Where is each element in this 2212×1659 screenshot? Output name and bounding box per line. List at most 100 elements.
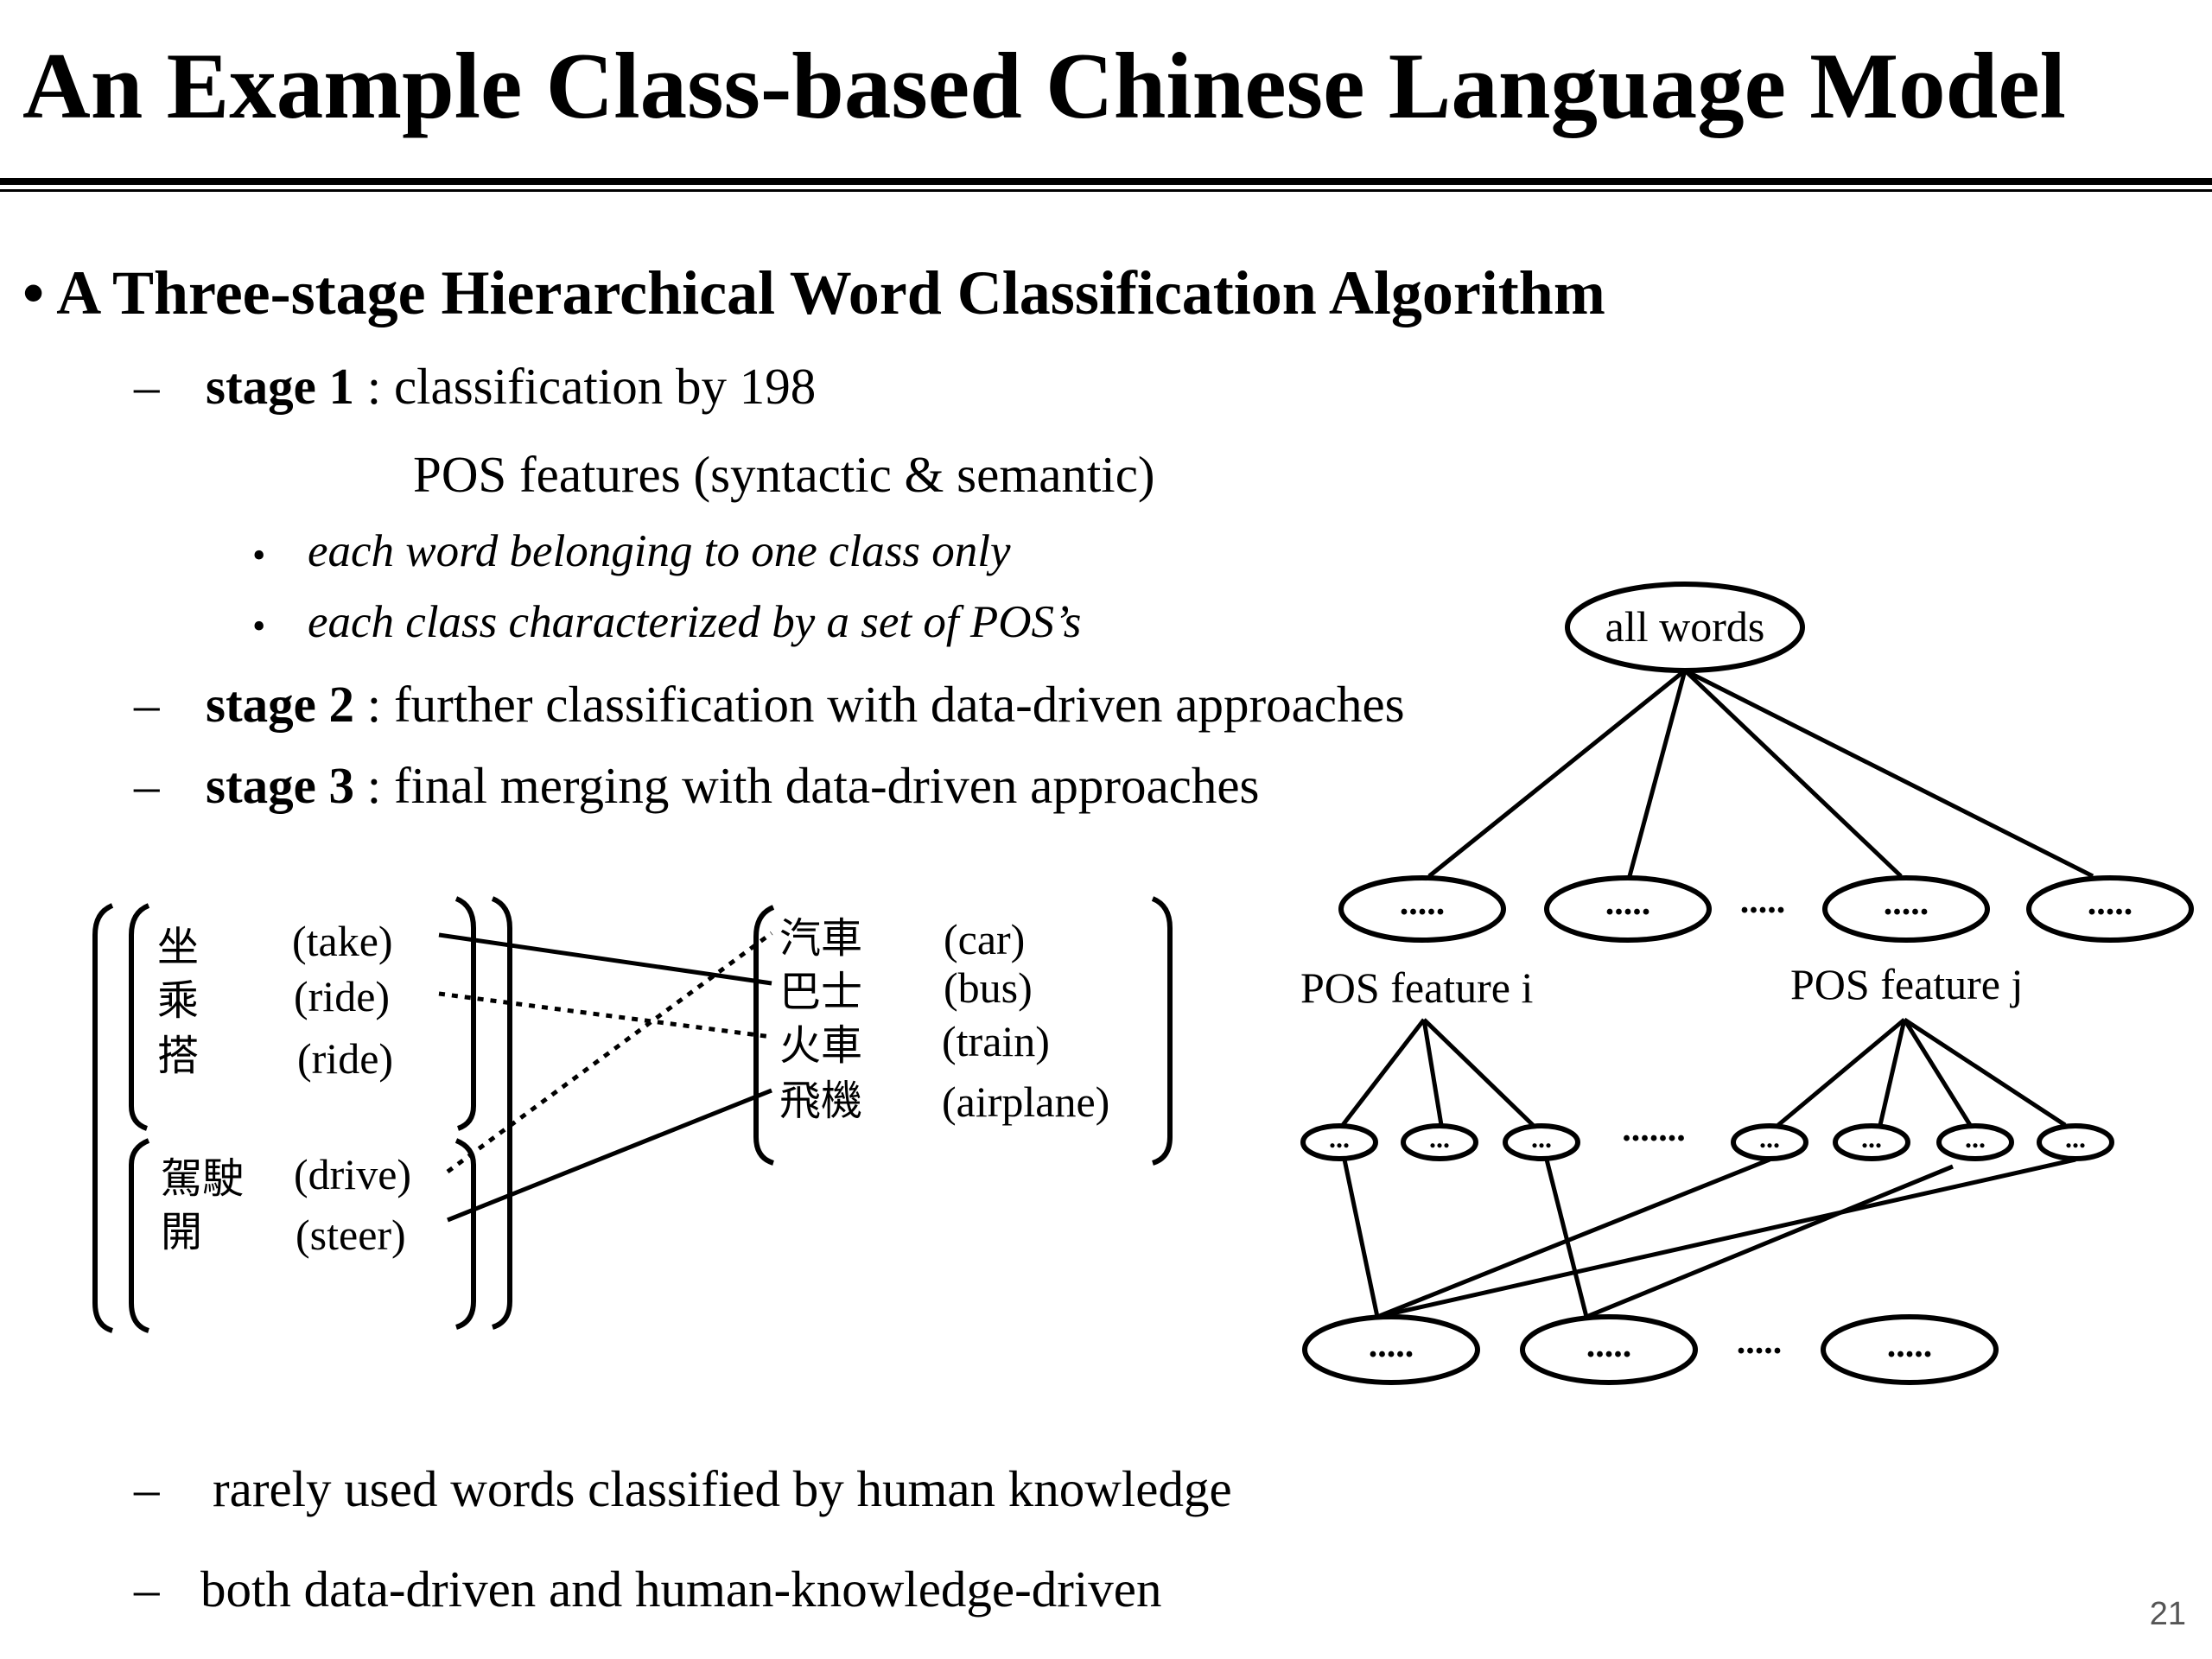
level2-node-2 — [1503, 1123, 1580, 1161]
stage2-label: stage 2 — [206, 676, 355, 733]
verb-zh-0: 坐 — [157, 923, 199, 971]
stage1-text: : classification by 198 — [366, 358, 817, 415]
vehicle-right-bracket — [1151, 896, 1173, 1166]
vehicle-en-2: (train) — [942, 1017, 1050, 1065]
level2-node-6 — [2037, 1123, 2114, 1161]
stage3-text: : final merging with data-driven approac… — [366, 757, 1260, 814]
level3-node-0-dots: ..... — [1369, 1325, 1414, 1365]
vehicle-en-3: (airplane) — [942, 1077, 1109, 1126]
left-bracket-group2 — [129, 1138, 150, 1333]
level3-node-2-dots: ..... — [1887, 1325, 1933, 1365]
level1-node-2 — [1822, 875, 1990, 943]
link-take-bus — [438, 932, 772, 986]
stage3-line: stage 3 : final merging with data-driven… — [206, 757, 1260, 816]
edge-fi-l2-1 — [1421, 1019, 1444, 1126]
vehicle-left-bracket — [753, 905, 775, 1166]
edge-l2-0-l3-0 — [1342, 1159, 1380, 1318]
tree-labels: all words ..... ..... ..... ..... ..... … — [1300, 602, 2133, 1365]
bullet-dot: • — [22, 258, 45, 327]
dash-stage1: – — [134, 358, 160, 415]
level2-node-1 — [1401, 1123, 1478, 1161]
level2-node-4-dots: ... — [1861, 1122, 1882, 1154]
vehicle-zh-2: 火車 — [779, 1021, 862, 1070]
edge-root-l1-3 — [1683, 668, 2094, 879]
verb-zh-2: 搭 — [157, 1032, 199, 1080]
edge-fj-l2-4 — [1878, 1019, 1907, 1126]
sub-bullet-2: each class characterized by a set of POS… — [308, 597, 1082, 647]
right-bracket-group2 — [454, 1138, 476, 1330]
level3-node-0 — [1302, 1314, 1480, 1385]
sub-bullet-1: each word belonging to one class only — [308, 526, 1011, 576]
vehicle-zh-3: 飛機 — [779, 1077, 862, 1125]
verb-zh-1: 乘 — [157, 976, 199, 1025]
verb-en-1: (ride) — [294, 972, 390, 1020]
verb-en-2: (ride) — [297, 1034, 393, 1083]
verb-zh-4: 開 — [161, 1208, 202, 1256]
outer-right-bracket — [491, 896, 512, 1330]
stage1-label: stage 1 — [206, 358, 355, 415]
link-ride-train — [438, 991, 772, 1039]
level1-gap-dots: ..... — [1740, 881, 1786, 921]
level2-node-3 — [1731, 1123, 1808, 1161]
main-bullet: • A Three-stage Hierarchical Word Classi… — [22, 257, 1605, 329]
level3-node-2 — [1821, 1314, 1999, 1385]
verb-zh-3: 駕駛 — [161, 1154, 244, 1203]
verb-en-0: (take) — [292, 917, 393, 965]
edge-root-l1-0 — [1427, 669, 1687, 878]
level1-node-2-dots: ..... — [1884, 883, 1929, 923]
edge-l2-3-l3-0 — [1376, 1157, 1770, 1319]
level1-node-1 — [1544, 875, 1712, 943]
edge-l2-5-l3-1 — [1586, 1164, 1954, 1319]
pos-feature-j-label: POS feature j — [1790, 960, 2023, 1008]
edge-fj-l2-3 — [1777, 1018, 1906, 1127]
stage3-label: stage 3 — [206, 757, 355, 814]
title-rule-thick — [0, 178, 2212, 185]
tree-edges — [1341, 668, 2094, 1319]
dash-stage2: – — [134, 676, 160, 733]
right-bracket-group1 — [454, 896, 476, 1131]
stage2-text: : further classification with data-drive… — [366, 676, 1405, 733]
vehicle-zh-0: 汽車 — [779, 914, 862, 963]
level1-node-3 — [2026, 875, 2194, 943]
level2-node-5-dots: ... — [1965, 1122, 1986, 1154]
dash-stage3: – — [134, 757, 160, 814]
edge-fi-l2-0 — [1341, 1018, 1426, 1127]
dash-bottom-1: – — [134, 1460, 160, 1517]
link-steer-airplane — [447, 1088, 772, 1223]
level3-node-1 — [1520, 1314, 1698, 1385]
level2-node-6-dots: ... — [2065, 1122, 2086, 1154]
vehicle-en-1: (bus) — [944, 963, 1033, 1012]
edge-l2-2-l3-1 — [1544, 1159, 1589, 1318]
level2-node-0 — [1300, 1123, 1378, 1161]
vehicles-list: 汽車 (car) 巴士 (bus) 火車 (train) 飛機 (airplan… — [779, 914, 1109, 1126]
vehicle-zh-1: 巴士 — [779, 968, 862, 1016]
page-number: 21 — [2149, 1596, 2186, 1632]
root-label: all words — [1605, 602, 1765, 651]
dash-bottom-2: – — [134, 1560, 160, 1618]
level2-node-0-dots: ... — [1329, 1122, 1350, 1154]
main-bullet-text: A Three-stage Hierarchical Word Classifi… — [56, 258, 1605, 327]
verb-brackets — [92, 896, 1173, 1333]
level1-node-1-dots: ..... — [1605, 883, 1651, 923]
level1-node-0 — [1338, 875, 1506, 943]
level2-node-4 — [1833, 1123, 1910, 1161]
edge-fi-l2-2 — [1422, 1018, 1535, 1127]
level2-node-5 — [1936, 1123, 2014, 1161]
stage1-line: stage 1 : classification by 198 — [206, 358, 816, 416]
verb-en-4: (steer) — [296, 1211, 406, 1259]
level3-node-1-dots: ..... — [1586, 1325, 1632, 1365]
bottom-point-2: both data-driven and human-knowledge-dri… — [200, 1560, 1162, 1618]
level1-node-3-dots: ..... — [2088, 883, 2133, 923]
edge-l2-6-l3-0 — [1376, 1157, 2076, 1319]
edge-root-l1-2 — [1683, 669, 1903, 878]
link-drive-car — [446, 931, 773, 1174]
sub-bullet-dot-1: • — [252, 534, 266, 576]
level2-node-2-dots: ... — [1531, 1122, 1552, 1154]
verb-vehicle-links — [438, 931, 773, 1223]
level2-node-1-dots: ... — [1429, 1122, 1450, 1154]
stage1-continuation: POS features (syntactic & semantic) — [413, 446, 1155, 503]
verbs-list: 坐 (take) 乘 (ride) 搭 (ride) 駕駛 (drive) 開 … — [157, 917, 411, 1259]
edge-root-l1-1 — [1627, 670, 1688, 877]
verb-en-3: (drive) — [294, 1150, 411, 1198]
